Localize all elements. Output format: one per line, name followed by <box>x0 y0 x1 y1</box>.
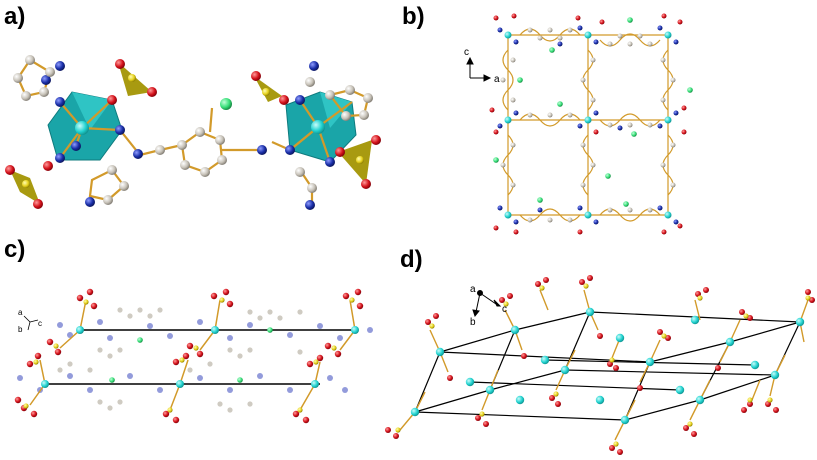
axis-label-d-a: a <box>470 284 476 295</box>
axis-label-d-b: b <box>470 317 476 328</box>
axis-label-c: c <box>464 47 469 58</box>
panel-label-d: d) <box>400 246 423 273</box>
axes-indicator-b <box>466 56 492 82</box>
panel-c-packing: a b c <box>14 288 373 424</box>
axis-label-a: a <box>494 74 500 85</box>
panel-d-layer: a b c <box>385 275 815 455</box>
axes-indicator-d <box>472 290 502 318</box>
axis-label-c-c: c <box>38 319 42 328</box>
axis-label-c-a: a <box>18 308 23 317</box>
cell-grid-d <box>414 311 801 421</box>
panel-a-molecule <box>5 55 381 210</box>
axis-label-d-c: c <box>502 304 507 315</box>
tetra-4 <box>338 140 372 184</box>
panel-label-b: b) <box>402 3 425 30</box>
panel-b-network: c a <box>464 13 693 235</box>
panel-label-a: a) <box>4 3 26 30</box>
polyhedron-left-face <box>72 92 112 130</box>
panel-label-c: c) <box>4 236 26 263</box>
axes-indicator-c <box>23 315 39 331</box>
axis-label-c-b: b <box>18 325 23 334</box>
atoms-a <box>5 55 381 210</box>
